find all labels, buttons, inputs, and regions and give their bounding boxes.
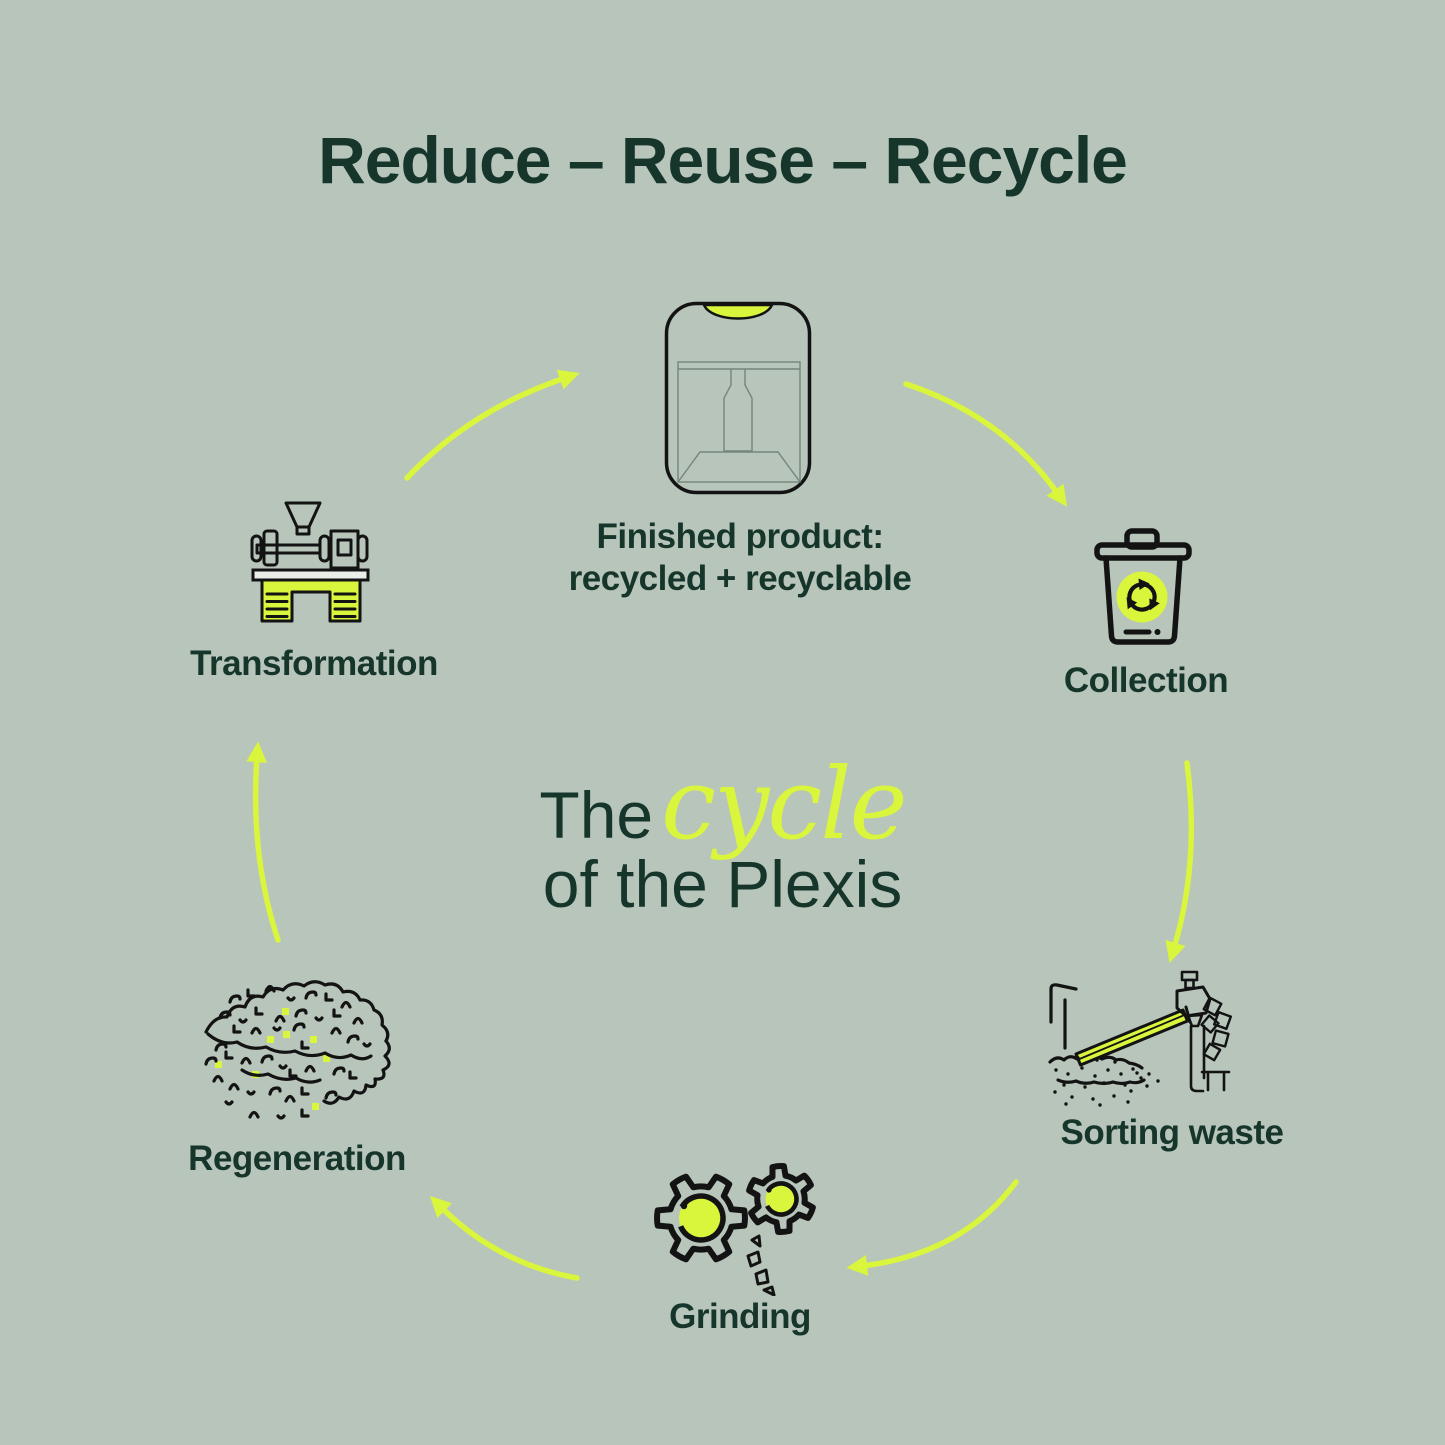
pocket-spray-card-icon bbox=[664, 301, 812, 495]
arrow-sorting-to-grinding bbox=[846, 1179, 1019, 1276]
center-title-line2: of the Plexis bbox=[542, 847, 903, 921]
grinding-fragments bbox=[746, 1234, 776, 1296]
arrow-transformation-to-product bbox=[404, 369, 580, 481]
finished-product-label-line1: Finished product: bbox=[596, 517, 884, 556]
sorting-conveyor-icon bbox=[1048, 970, 1233, 1107]
injection-molding-machine-icon bbox=[250, 501, 370, 623]
sorting-waste-label: Sorting waste bbox=[1060, 1113, 1284, 1152]
finished-product-label-line2: recycled + recyclable bbox=[568, 559, 912, 598]
grinding-gears-icon bbox=[648, 1156, 828, 1296]
finished-product-label: Finished product: recycled + recyclable bbox=[540, 516, 940, 600]
grinding-label: Grinding bbox=[669, 1297, 811, 1336]
arrow-grinding-to-regeneration bbox=[429, 1195, 580, 1281]
trash-bin-recycle-icon bbox=[1094, 528, 1192, 645]
regeneration-label: Regeneration bbox=[188, 1139, 406, 1178]
center-title-prefix: The bbox=[539, 778, 654, 852]
granules-pile-icon bbox=[204, 980, 391, 1120]
arrow-collection-to-sorting bbox=[1165, 760, 1195, 964]
recycle-arrows-icon bbox=[1122, 578, 1164, 618]
arrow-product-to-collection bbox=[903, 381, 1068, 507]
transformation-label: Transformation bbox=[190, 644, 438, 683]
arrow-regeneration-to-transformation bbox=[246, 741, 281, 943]
center-title-highlight: cycle bbox=[661, 748, 907, 862]
page-title: Reduce – Reuse – Recycle bbox=[318, 123, 1128, 197]
collection-label: Collection bbox=[1063, 661, 1229, 700]
center-title-line1: Thecycle bbox=[0, 756, 1445, 869]
